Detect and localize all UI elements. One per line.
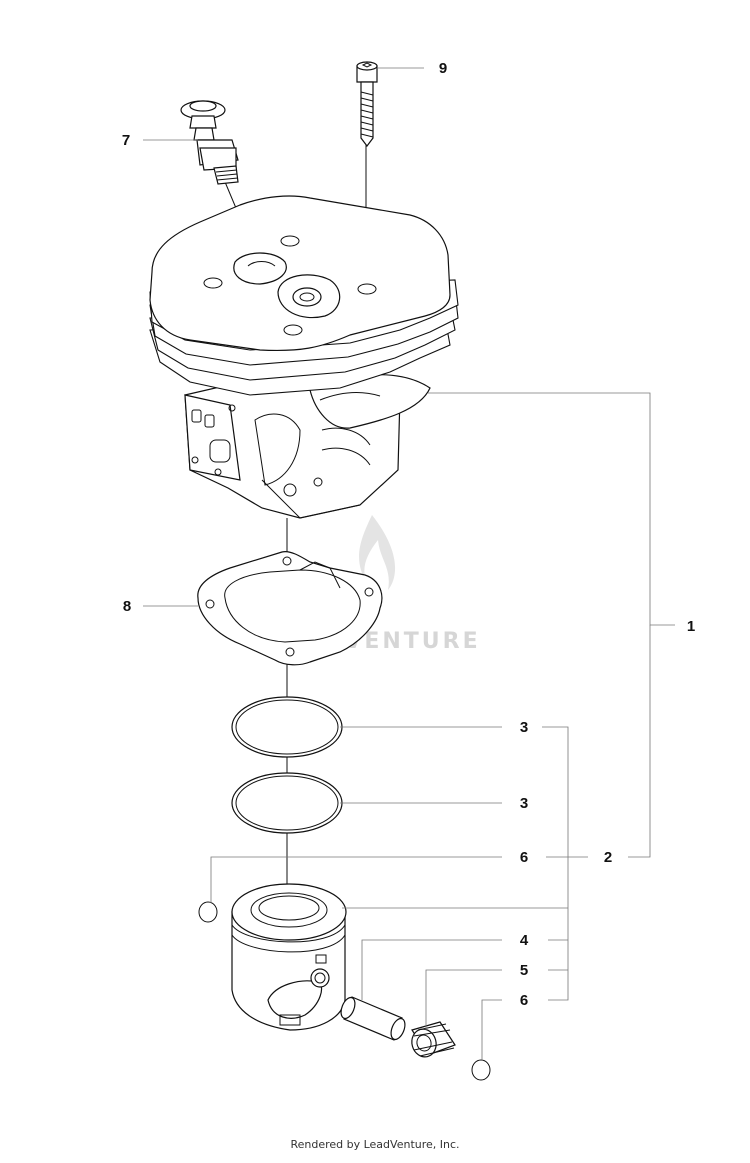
callout-6b: 6 — [520, 992, 528, 1009]
footer-credit: Rendered by LeadVenture, Inc. — [290, 1138, 460, 1151]
piston-ring-part-3-lower — [231, 772, 343, 834]
callout-2: 2 — [604, 849, 612, 866]
circlip-part-6-right — [471, 1059, 491, 1081]
callout-9: 9 — [439, 60, 447, 77]
base-gasket-part-8 — [197, 551, 383, 666]
callout-5: 5 — [520, 962, 528, 979]
needle-bearing-part-5 — [411, 1021, 456, 1058]
piston-ring-part-3-upper — [231, 696, 343, 758]
callout-3b: 3 — [520, 795, 528, 812]
callout-8: 8 — [123, 598, 131, 615]
piston-pin-part-4 — [340, 996, 406, 1041]
watermark-flame-icon — [359, 515, 396, 590]
callout-7: 7 — [122, 132, 130, 149]
decompression-valve-part-7 — [180, 100, 239, 185]
cylinder-part-1 — [149, 195, 459, 519]
circlip-part-6-left — [198, 901, 218, 923]
screw-part-9 — [356, 61, 378, 147]
piston-part-2 — [231, 883, 347, 1031]
callout-4: 4 — [520, 932, 529, 949]
callout-labels: 9 7 1 8 3 3 6 2 4 5 6 — [122, 60, 695, 1009]
callout-6a: 6 — [520, 849, 528, 866]
callout-3a: 3 — [520, 719, 528, 736]
leader-lines — [143, 67, 675, 1060]
callout-1: 1 — [687, 618, 695, 635]
